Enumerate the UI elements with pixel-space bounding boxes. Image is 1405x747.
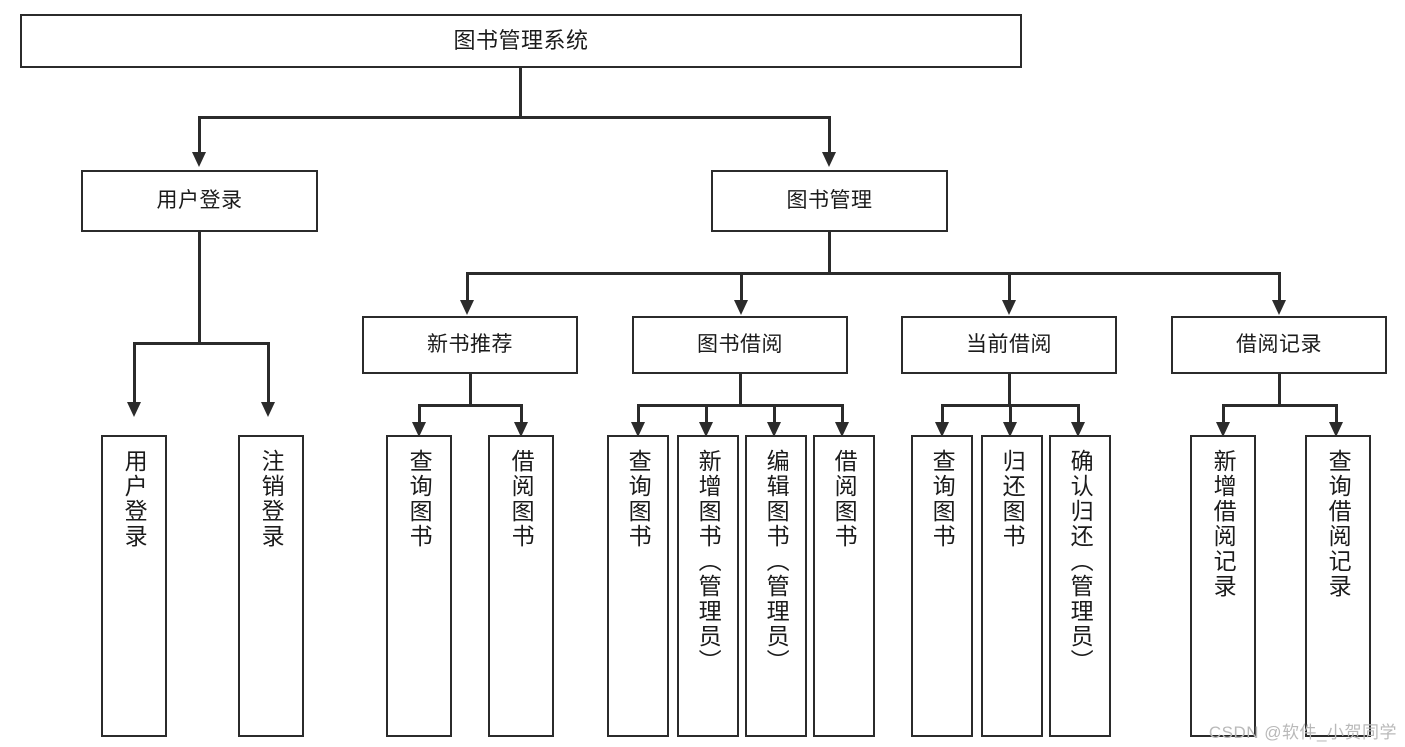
node-book-borrow[interactable]: 图书借阅 — [632, 316, 848, 374]
edge-to-current-borrow — [1008, 272, 1011, 302]
node-borrow-record[interactable]: 借阅记录 — [1171, 316, 1387, 374]
arrowhead-current-borrow-1 — [935, 422, 949, 437]
arrowhead-book-borrow-4 — [835, 422, 849, 437]
leaf-borrow-record-add[interactable]: 新增借阅记录 — [1190, 435, 1256, 737]
edge-current-borrow-stem — [1008, 374, 1011, 406]
arrowhead-book-borrow-1 — [631, 422, 645, 437]
arrowhead-to-book-borrow — [734, 300, 748, 315]
node-label: 借阅图书 — [508, 449, 535, 549]
node-label: 借阅记录 — [1236, 332, 1322, 356]
node-label: 当前借阅 — [966, 332, 1052, 356]
leaf-book-borrow-add[interactable]: 新增图书（管理员） — [677, 435, 739, 737]
arrowhead-new-book-2 — [514, 422, 528, 437]
edge-level3-bus — [466, 272, 1281, 275]
edge-current-borrow-drop-3 — [1077, 404, 1080, 426]
arrowhead-to-current-borrow — [1002, 300, 1016, 315]
arrowhead-user-login-2 — [261, 402, 275, 417]
edge-borrow-record-stem — [1278, 374, 1281, 406]
edge-book-borrow-drop-2 — [705, 404, 708, 426]
leaf-borrow-record-query[interactable]: 查询借阅记录 — [1305, 435, 1371, 737]
node-label: 图书管理系统 — [453, 28, 589, 54]
leaf-book-borrow-edit[interactable]: 编辑图书（管理员） — [745, 435, 807, 737]
node-label: 查询图书 — [929, 449, 956, 549]
edge-current-borrow-drop-2 — [1009, 404, 1012, 426]
node-label: 确认归还（管理员） — [1067, 449, 1094, 674]
edge-new-book-drop-2 — [520, 404, 523, 426]
node-label: 查询图书 — [625, 449, 652, 549]
node-label: 注销登录 — [258, 449, 285, 549]
leaf-new-book-borrow[interactable]: 借阅图书 — [488, 435, 554, 737]
arrowhead-current-borrow-2 — [1003, 422, 1017, 437]
arrowhead-book-borrow-2 — [699, 422, 713, 437]
arrowhead-to-new-book — [460, 300, 474, 315]
node-label: 用户登录 — [156, 188, 243, 212]
edge-book-borrow-bus — [637, 404, 844, 407]
node-book-management[interactable]: 图书管理 — [711, 170, 948, 232]
leaf-new-book-query[interactable]: 查询图书 — [386, 435, 452, 737]
edge-to-book-manage — [828, 116, 831, 154]
node-user-login[interactable]: 用户登录 — [81, 170, 318, 232]
edge-to-book-borrow — [740, 272, 743, 302]
leaf-book-borrow-borrow[interactable]: 借阅图书 — [813, 435, 875, 737]
node-label: 新增图书（管理员） — [695, 449, 722, 674]
edge-level2-bus — [198, 116, 831, 119]
leaf-user-login-logout[interactable]: 注销登录 — [238, 435, 304, 737]
node-label: 新增借阅记录 — [1210, 449, 1237, 599]
edge-borrow-record-bus — [1222, 404, 1338, 407]
edge-to-new-book — [466, 272, 469, 302]
node-label: 用户登录 — [121, 449, 148, 549]
edge-user-login-drop-2 — [267, 342, 270, 404]
edge-user-login-drop-1 — [133, 342, 136, 404]
edge-book-borrow-drop-3 — [773, 404, 776, 426]
node-label: 查询图书 — [406, 449, 433, 549]
edge-borrow-record-drop-1 — [1222, 404, 1225, 426]
edge-new-book-drop-1 — [418, 404, 421, 426]
node-label: 图书管理 — [786, 188, 873, 212]
arrowhead-borrow-record-2 — [1329, 422, 1343, 437]
leaf-current-borrow-confirm[interactable]: 确认归还（管理员） — [1049, 435, 1111, 737]
arrowhead-borrow-record-1 — [1216, 422, 1230, 437]
edge-new-book-bus — [418, 404, 523, 407]
edge-root-stem — [519, 68, 522, 118]
node-label: 查询借阅记录 — [1325, 449, 1352, 599]
edge-book-borrow-drop-4 — [841, 404, 844, 426]
node-label: 图书借阅 — [697, 332, 783, 356]
leaf-book-borrow-query[interactable]: 查询图书 — [607, 435, 669, 737]
csdn-watermark: CSDN @软件_小贺同学 — [1208, 723, 1397, 742]
leaf-current-borrow-return[interactable]: 归还图书 — [981, 435, 1043, 737]
edge-book-borrow-stem — [739, 374, 742, 406]
arrowhead-current-borrow-3 — [1071, 422, 1085, 437]
node-current-borrow[interactable]: 当前借阅 — [901, 316, 1117, 374]
edge-book-management-stem — [828, 232, 831, 274]
node-label: 编辑图书（管理员） — [763, 449, 790, 674]
node-root-library-system[interactable]: 图书管理系统 — [20, 14, 1022, 68]
node-label: 归还图书 — [999, 449, 1026, 549]
edge-to-borrow-record — [1278, 272, 1281, 302]
node-new-book-recommend[interactable]: 新书推荐 — [362, 316, 578, 374]
edge-book-borrow-drop-1 — [637, 404, 640, 426]
arrowhead-user-login-1 — [127, 402, 141, 417]
edge-user-login-stem — [198, 232, 201, 344]
edge-user-login-bus — [133, 342, 270, 345]
arrowhead-book-borrow-3 — [767, 422, 781, 437]
edge-to-user-login — [198, 116, 201, 154]
node-label: 新书推荐 — [427, 332, 513, 356]
arrowhead-to-user-login — [192, 152, 206, 167]
arrowhead-new-book-1 — [412, 422, 426, 437]
arrowhead-to-book-manage — [822, 152, 836, 167]
edge-new-book-stem — [469, 374, 472, 406]
edge-current-borrow-drop-1 — [941, 404, 944, 426]
node-label: 借阅图书 — [831, 449, 858, 549]
edge-borrow-record-drop-2 — [1335, 404, 1338, 426]
arrowhead-to-borrow-record — [1272, 300, 1286, 315]
leaf-current-borrow-query[interactable]: 查询图书 — [911, 435, 973, 737]
leaf-user-login-login[interactable]: 用户登录 — [101, 435, 167, 737]
